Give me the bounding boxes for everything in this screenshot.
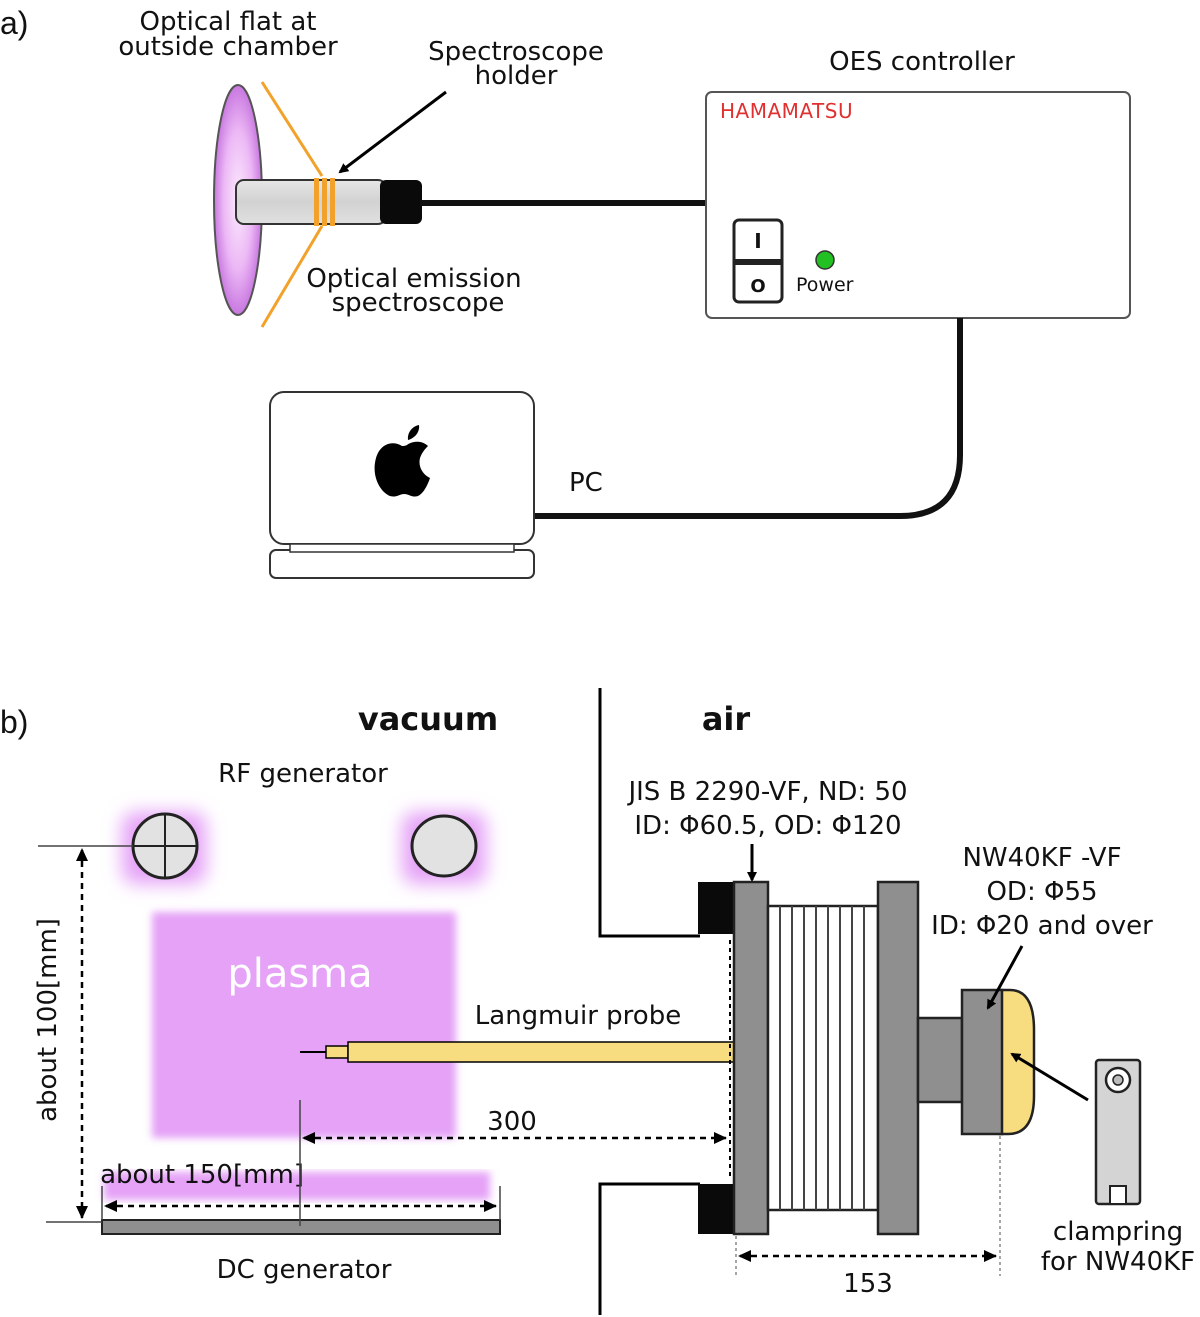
- holder-rings: [314, 178, 335, 226]
- switch-off-mark: O: [750, 276, 765, 297]
- vf-flange-label-line2: ID: Φ60.5, OD: Φ120: [634, 811, 901, 841]
- usb-cable: [534, 318, 963, 519]
- spectroscope-holder: [260, 81, 324, 328]
- height-dimension-label: about 100[mm]: [33, 918, 63, 1122]
- dc-generator-plate: [101, 1219, 501, 1235]
- apple-logo-icon: [374, 425, 430, 497]
- spectroscope-label-line2: spectroscope: [332, 288, 505, 318]
- power-label: Power: [796, 274, 854, 296]
- panel-a-label: a): [0, 5, 28, 41]
- nw-flange-label-line2: OD: Φ55: [986, 877, 1097, 907]
- nw-flange-pointer-arrow: [986, 945, 1024, 1010]
- spectroscope-body: [235, 179, 387, 225]
- dc-glow: [104, 1172, 490, 1200]
- width-dimension-label: about 150[mm]: [100, 1160, 304, 1190]
- optical-flat-label-line1: Optical flat at: [140, 7, 317, 37]
- clampring-pointer-arrow: [1010, 1052, 1089, 1102]
- probe-collar: [325, 1045, 349, 1059]
- chamber-wall-top: [598, 688, 700, 938]
- vf-flange-label-line1: JIS B 2290-VF, ND: 50: [626, 777, 907, 807]
- clampring-label-line2: for NW40KF: [1041, 1247, 1195, 1277]
- nw40kf-flange: [960, 988, 1004, 1136]
- spectroscope-label-line1: Optical emission: [306, 264, 521, 294]
- rf-electrode-right: [410, 814, 478, 878]
- langmuir-probe-shaft: [347, 1041, 735, 1063]
- vf-flange-left: [732, 880, 770, 1236]
- probe-distance-label: 300: [487, 1107, 537, 1137]
- power-switch[interactable]: I O: [732, 218, 784, 304]
- dc-generator-label: DC generator: [217, 1255, 392, 1285]
- power-led-icon: [815, 250, 835, 270]
- clampring-label-line1: clampring: [1053, 1217, 1183, 1247]
- plasma-region: [152, 912, 456, 1138]
- o-ring-bottom: [698, 1184, 738, 1234]
- nw-flange-label-line3: ID: Φ20 and over: [931, 911, 1153, 941]
- o-ring-top: [698, 882, 738, 934]
- adapter-neck: [916, 1016, 964, 1104]
- bellows-dimension-label: 153: [843, 1269, 893, 1299]
- switch-on-mark: I: [754, 229, 761, 253]
- clampring: [1094, 1058, 1142, 1206]
- plasma-label: plasma: [227, 951, 372, 997]
- pc-label: PC: [569, 468, 603, 498]
- vacuum-label: vacuum: [358, 700, 498, 738]
- controller-title: OES controller: [829, 47, 1015, 77]
- rf-generator-label: RF generator: [218, 759, 388, 789]
- rf-electrode-left: [131, 812, 199, 880]
- panel-b-label: b): [0, 704, 28, 740]
- nw40kf-clamp-cap: [998, 988, 1036, 1136]
- holder-label-line1: Spectroscope: [428, 37, 604, 67]
- holder-label-line2: holder: [475, 61, 558, 91]
- spectroscope-cap: [380, 180, 422, 224]
- air-label: air: [702, 700, 751, 738]
- langmuir-probe-label: Langmuir probe: [475, 1001, 681, 1031]
- holder-pointer-arrow: [338, 90, 447, 174]
- vf-flange-right: [876, 880, 920, 1236]
- oes-controller-box: [705, 91, 1131, 319]
- chamber-wall-bottom: [598, 1182, 700, 1315]
- optical-flat-label-line2: outside chamber: [118, 32, 338, 62]
- controller-brand: HAMAMATSU: [720, 99, 853, 123]
- bellows: [766, 904, 880, 1212]
- nw-flange-label-line1: NW40KF -VF: [962, 843, 1121, 873]
